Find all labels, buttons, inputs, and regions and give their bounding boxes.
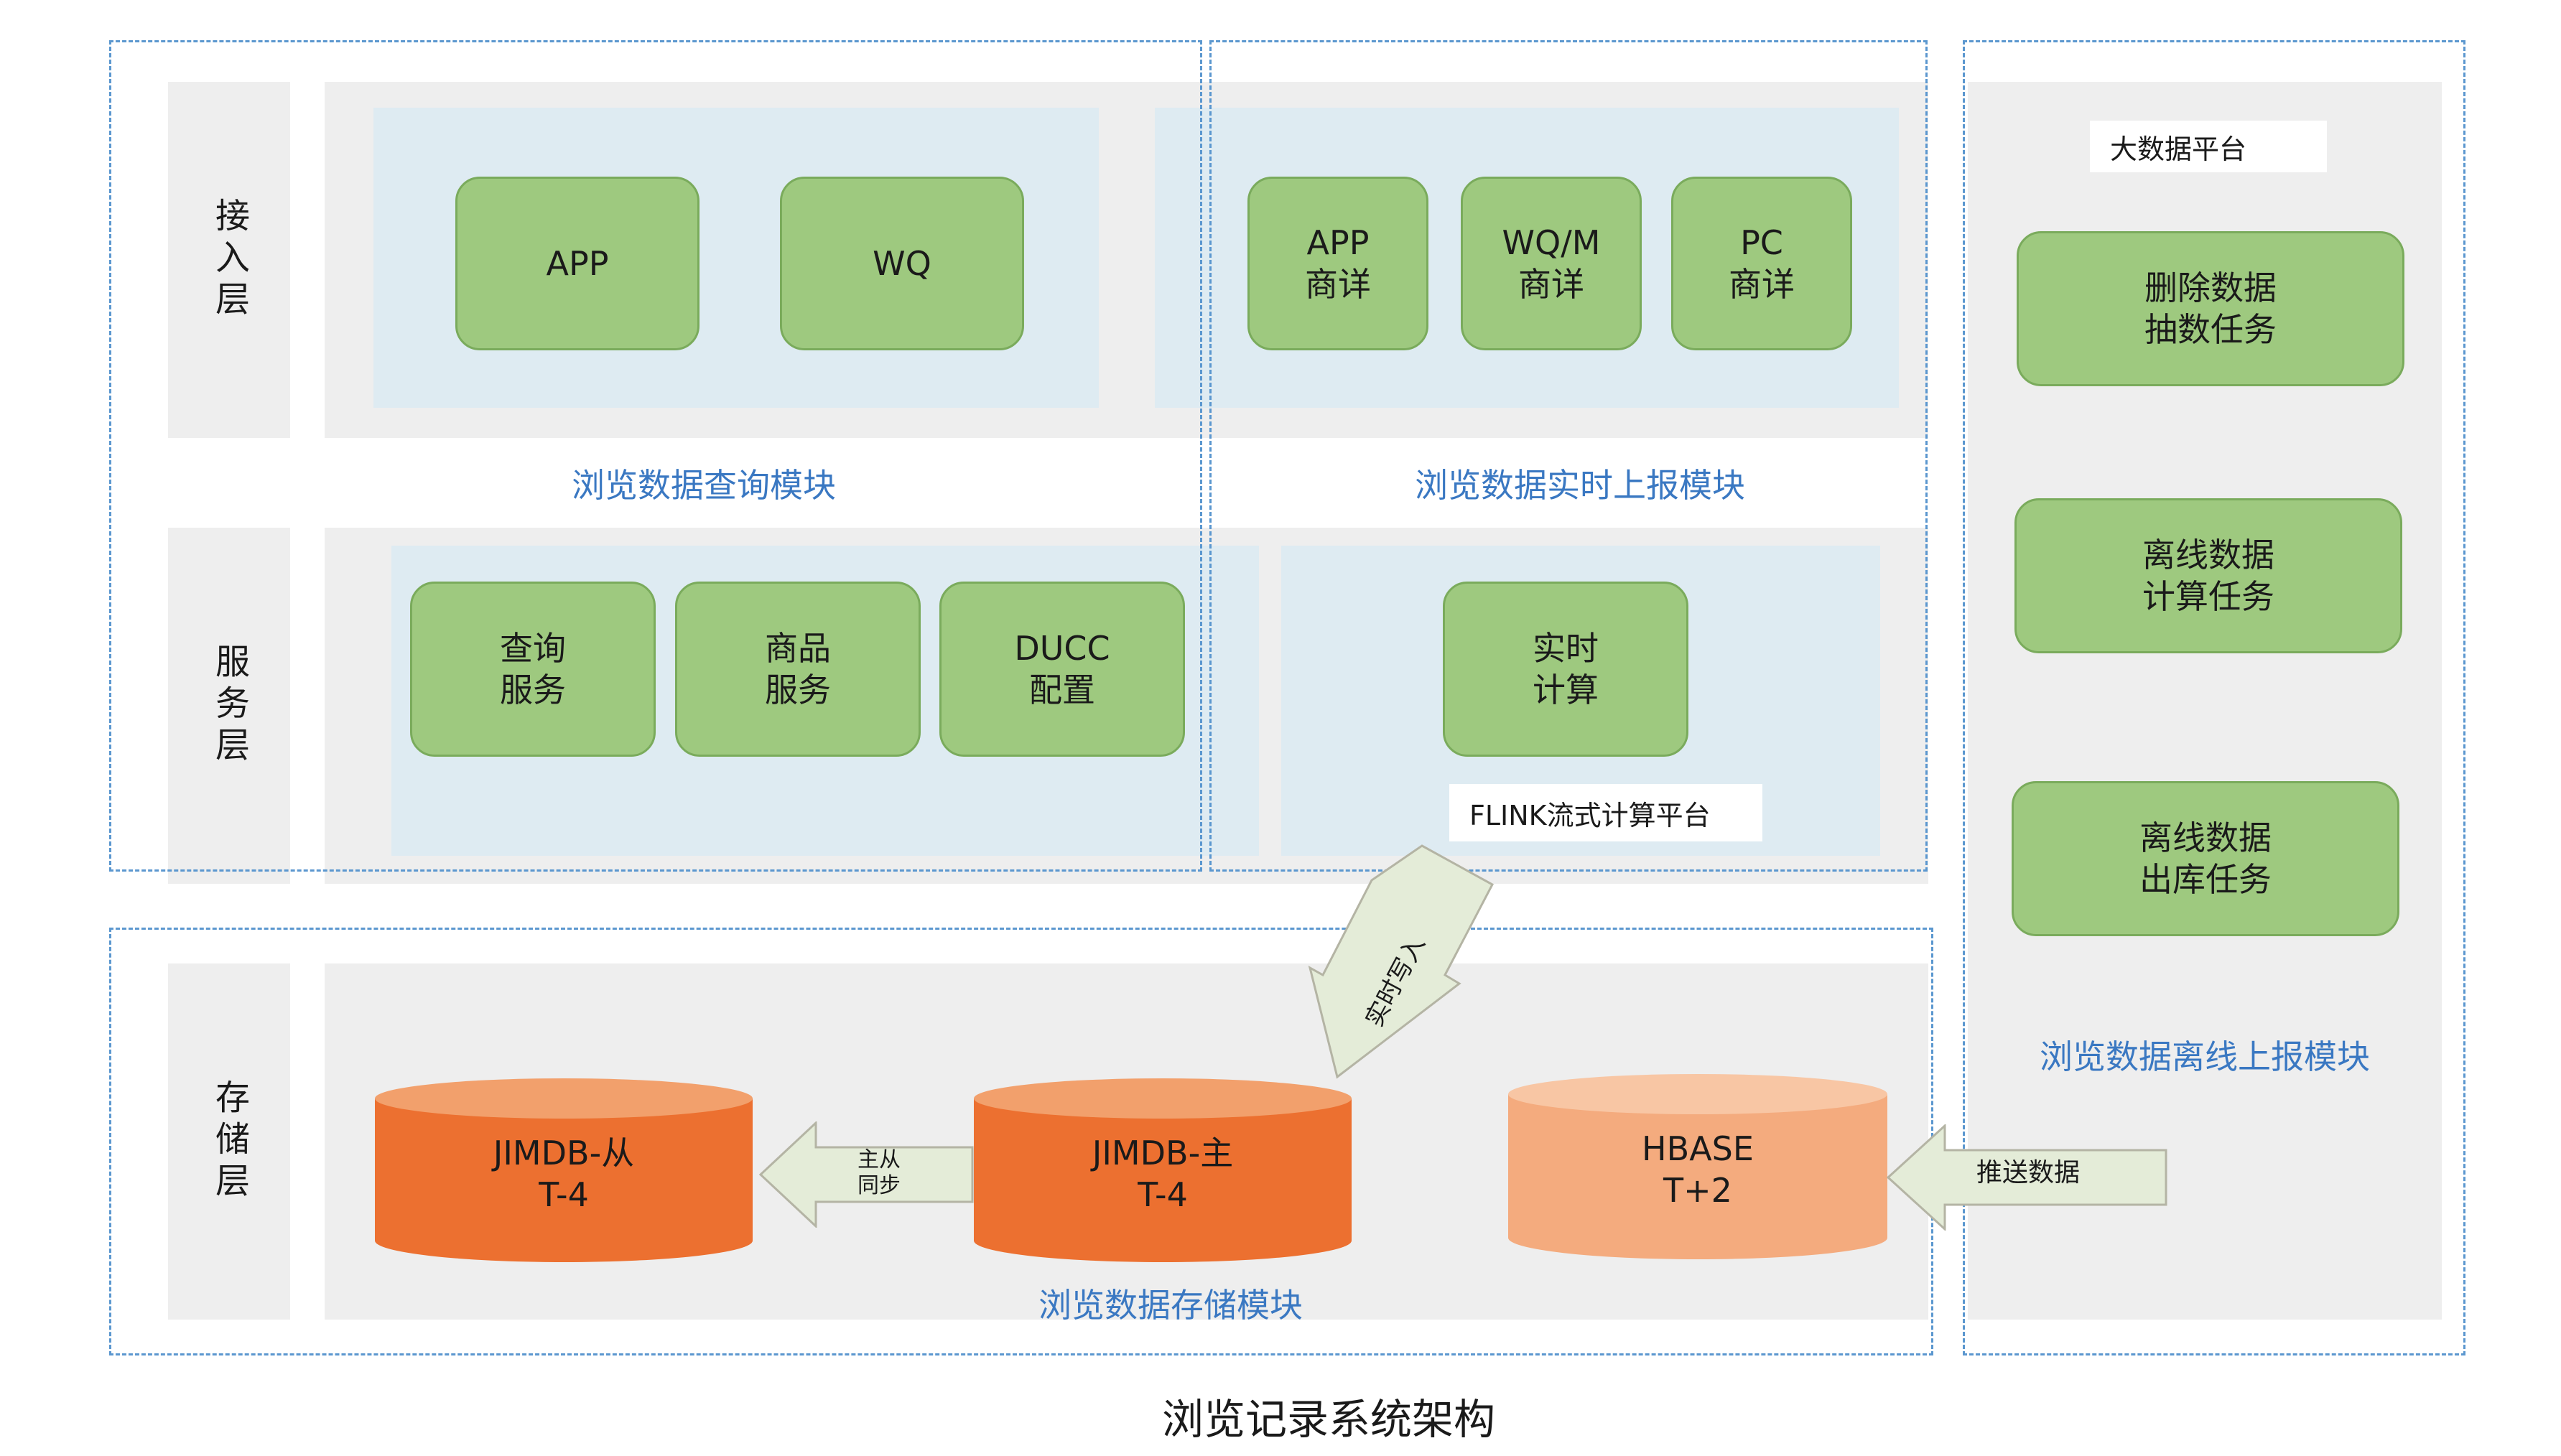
pc-detail-box: PC 商详 (1671, 177, 1852, 350)
query-service-box: 查询 服务 (410, 582, 656, 757)
offline-compute-task-box: 离线数据 计算任务 (2014, 498, 2402, 653)
jimdb-master-label: JIMDB-主 T-4 (1092, 1134, 1234, 1214)
product-service-box: 商品 服务 (675, 582, 921, 757)
service-layer-label: 服务层 (209, 643, 249, 768)
realtime-compute-box: 实时 计算 (1443, 582, 1688, 757)
storage-module-title: 浏览数据存储模块 (1038, 1286, 1303, 1325)
delete-extract-task-box: 删除数据 抽数任务 (2017, 231, 2404, 386)
wqm-detail-box: WQ/M 商详 (1461, 177, 1642, 350)
storage-layer-label-panel (168, 963, 290, 1320)
push-data-text: 推送数据 (1976, 1158, 2081, 1187)
service-layer-label-panel (168, 528, 290, 884)
push-data-arrow (1886, 1124, 2167, 1231)
jimdb-slave-cylinder (375, 1078, 753, 1262)
bigdata-platform-label: 大数据平台 (2090, 121, 2327, 172)
query-module-title: 浏览数据查询模块 (572, 466, 836, 505)
realtime-module-border (1209, 40, 1928, 872)
app-detail-box: APP 商详 (1247, 177, 1428, 350)
offline-module-title: 浏览数据离线上报模块 (2040, 1037, 2370, 1076)
storage-layer-label: 存储层 (209, 1079, 249, 1204)
access-layer-label-panel (168, 82, 290, 438)
master-slave-sync-arrow (758, 1121, 974, 1228)
ducc-config-box: DUCC 配置 (939, 582, 1185, 757)
hbase-cylinder (1508, 1074, 1887, 1259)
diagram-caption: 浏览记录系统架构 (1161, 1395, 1495, 1444)
flink-platform-label: FLINK流式计算平台 (1449, 784, 1762, 841)
wq-box: WQ (780, 177, 1024, 350)
query-module-border (109, 40, 1202, 872)
realtime-module-title: 浏览数据实时上报模块 (1415, 466, 1745, 505)
offline-export-task-box: 离线数据 出库任务 (2012, 781, 2399, 936)
jimdb-master-cylinder (974, 1078, 1352, 1262)
app-box: APP (455, 177, 699, 350)
access-layer-label: 接入层 (209, 197, 249, 322)
master-slave-sync-text: 主从 同步 (857, 1147, 901, 1198)
hbase-label: HBASE T+2 (1642, 1129, 1754, 1210)
offline-module-border (1963, 40, 2465, 1355)
jimdb-slave-label: JIMDB-从 T-4 (493, 1134, 635, 1214)
realtime-write-arrow (1308, 844, 1495, 1079)
